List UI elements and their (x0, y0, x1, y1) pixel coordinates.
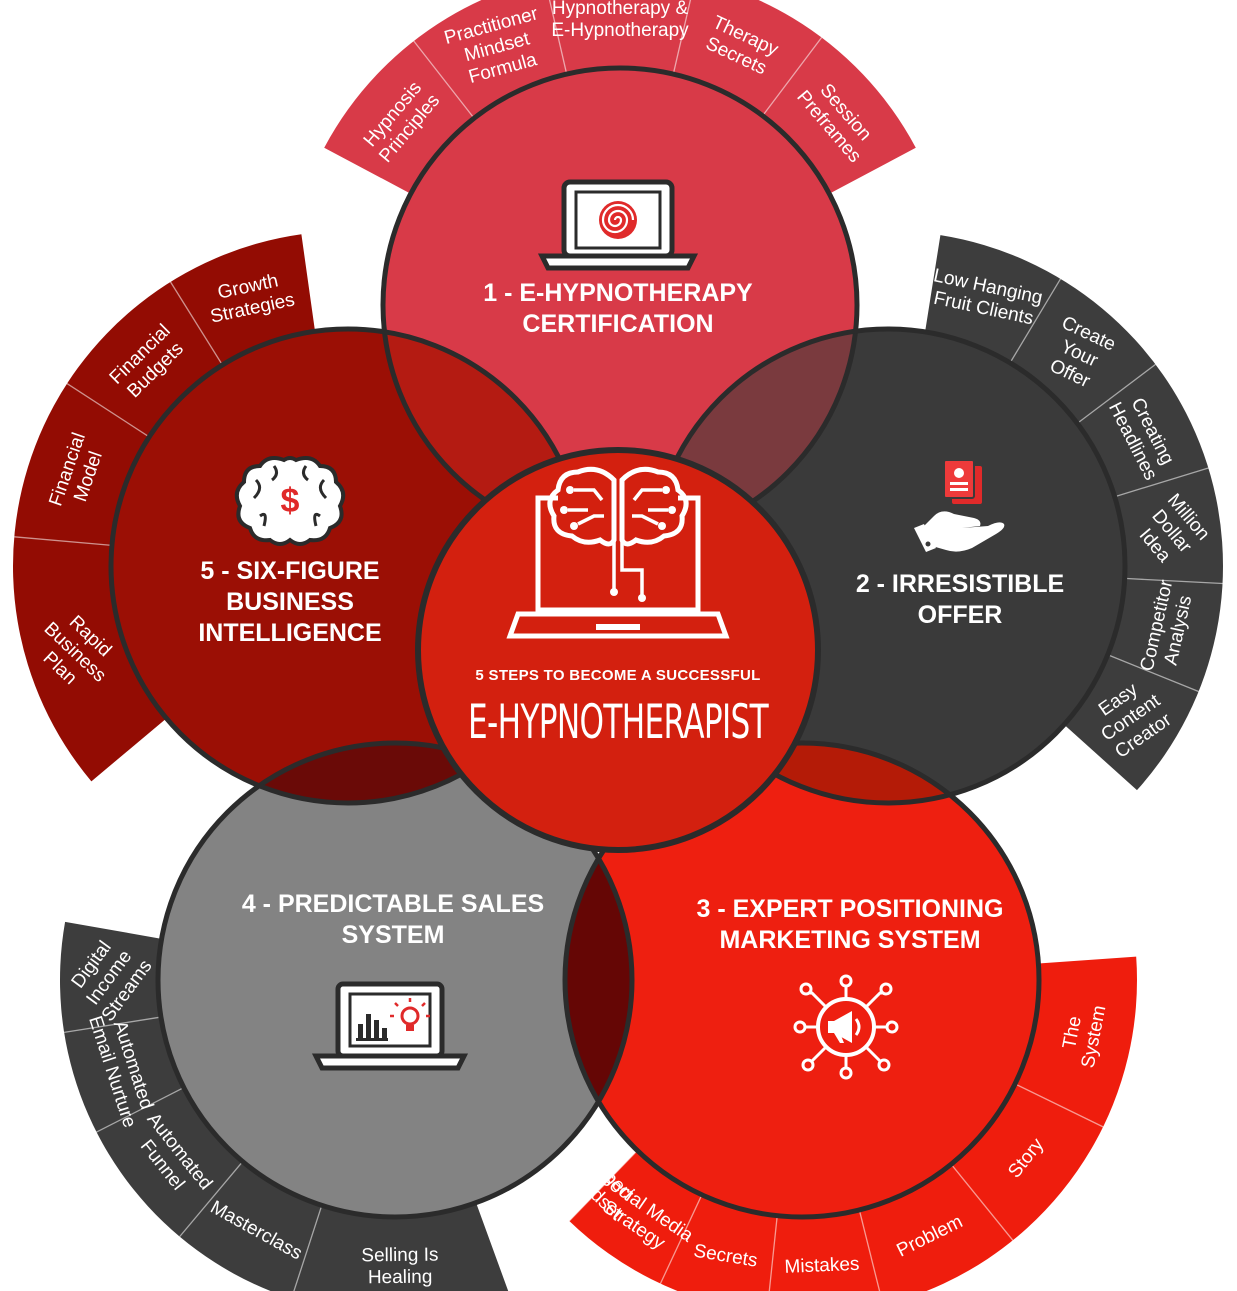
topic-ring-step-5 (12, 234, 316, 782)
hand-offer-icon (914, 459, 1005, 552)
overlap-overlap-1-5 (383, 329, 585, 542)
brain-laptop-icon (506, 466, 730, 639)
topic-divider (293, 1205, 323, 1291)
overlap-overlap-1-2 (651, 329, 857, 542)
topic-label: Mistakes (784, 1254, 860, 1278)
svg-text:$: $ (281, 482, 300, 520)
topic-label: Selling IsHealing (361, 1245, 439, 1289)
center-circle (415, 447, 821, 853)
topic-divider (1124, 577, 1223, 585)
center-subtitle: 5 STEPS TO BECOME A SUCCESSFUL (475, 667, 760, 684)
topic-divider (672, 0, 692, 75)
topic-ring-step-4 (60, 921, 509, 1291)
topic-divider (64, 1016, 162, 1034)
topic-ring-step-2 (925, 235, 1223, 791)
topic-divider (66, 383, 150, 438)
topic-divider (179, 1161, 244, 1238)
topic-divider (1114, 467, 1209, 498)
topic-ring-step-1 (324, 0, 916, 194)
topic-divider (568, 1150, 638, 1222)
topic-divider (762, 37, 823, 117)
step-circle-step-4 (158, 743, 632, 1217)
laptop-spiral-icon (537, 179, 699, 271)
center-title: E-HYPNOTHERAPIST (468, 695, 769, 750)
topic-divider (1014, 1083, 1104, 1128)
topic-divider (413, 40, 475, 119)
topic-divider (1009, 278, 1062, 364)
topic-divider (768, 1215, 778, 1291)
laptop-chart-icon (311, 981, 469, 1071)
circle-overlaps (158, 329, 1039, 1217)
topic-divider (858, 1209, 881, 1291)
topic-divider (1107, 654, 1199, 693)
outer-topic-rings (12, 0, 1223, 1291)
megaphone-network-icon (793, 974, 899, 1080)
topic-divider (1076, 363, 1156, 424)
topic-divider (548, 0, 568, 75)
topic-divider (96, 1087, 185, 1133)
brain-dollar-icon: $ (234, 456, 346, 546)
circle-outline (155, 740, 635, 1220)
topic-label: GrowthStrategies (204, 268, 297, 328)
step-circle-step-3 (565, 743, 1039, 1217)
topic-label: Hypnotherapy &E-Hypnotherapy (551, 0, 689, 41)
topic-divider (659, 1194, 703, 1284)
topic-divider (14, 536, 112, 546)
circle-outlines (108, 65, 1128, 1220)
topic-divider (950, 1163, 1014, 1241)
topic-divider (169, 281, 223, 366)
circle-outline (562, 740, 1042, 1220)
topic-ring-step-3 (569, 956, 1137, 1291)
